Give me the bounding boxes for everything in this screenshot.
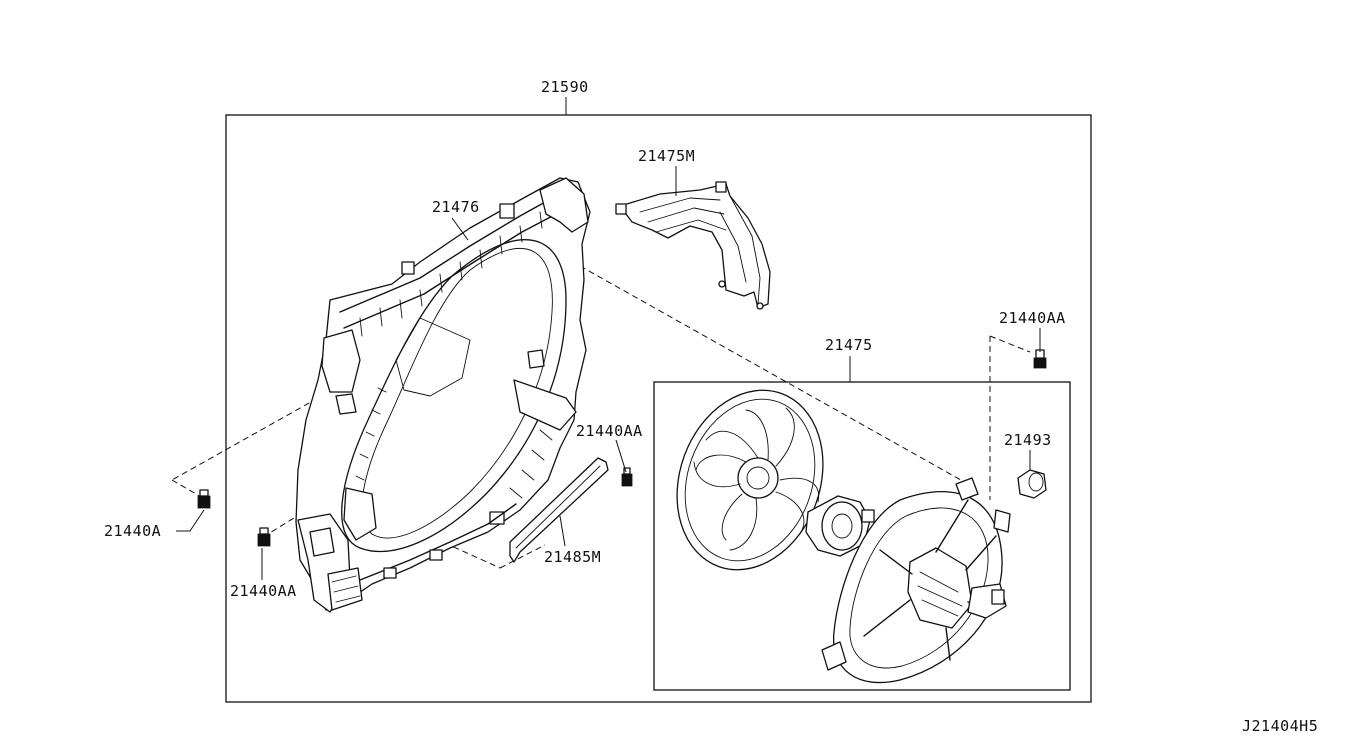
assembly-frame [225,114,1092,703]
resistor [1017,469,1047,499]
label-fan-motor-assy: 21475 [825,336,873,354]
bolt-left [197,489,211,509]
diagram-code: J21404H5 [1242,717,1318,735]
label-bolt-right-top: 21440AA [999,309,1066,327]
bolt-right-top [1033,349,1047,369]
leader-bolt-center [615,439,627,473]
seal-strip [509,457,609,563]
bolt-left-bottom [257,527,271,547]
fan-shroud [295,177,591,613]
label-resistor: 21493 [1004,431,1052,449]
label-shroud: 21476 [432,198,480,216]
fan-motor-shroud [821,477,1011,684]
bolt-center [621,467,633,487]
leader-seal-strip [559,515,566,547]
fan-motor-assy-frame [653,381,1071,691]
label-assembly: 21590 [541,78,589,96]
fan-blade [676,389,824,571]
label-upper-shroud: 21475M [638,147,695,165]
label-bolt-center: 21440AA [576,422,643,440]
leader-bolt-left [176,509,205,532]
leader-shroud [451,217,469,241]
label-bolt-left: 21440A [104,522,161,540]
upper-shroud-piece [615,181,771,310]
label-seal-strip: 21485M [544,548,601,566]
label-bolt-left-bottom: 21440AA [230,582,297,600]
